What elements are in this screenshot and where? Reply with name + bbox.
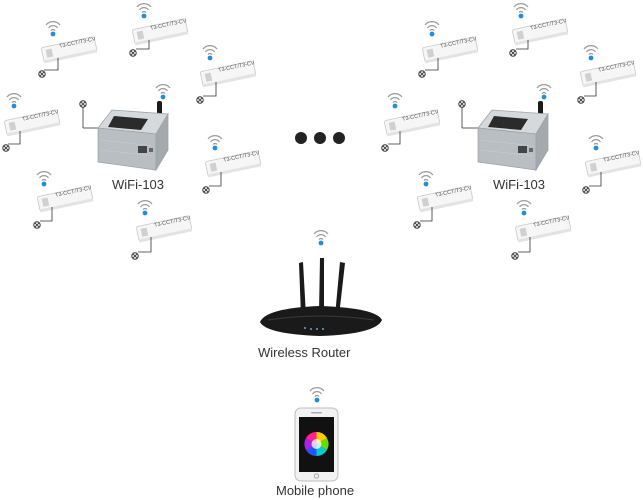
receiver-2: T3-CCT/T3-CV	[129, 3, 189, 57]
lamp-icon	[79, 100, 87, 108]
wifi-signal-icon	[516, 200, 532, 216]
right-cluster: T3-CCT/T3-CV T3-CCT/T3-CV T3-CCT/T3-CV T…	[381, 3, 642, 260]
wifi-signal-icon	[583, 45, 599, 62]
wifi-signal-icon	[513, 3, 529, 19]
router-label: Wireless Router	[258, 345, 351, 360]
lamp-icon	[381, 144, 389, 152]
wifi-signal-icon	[6, 93, 22, 110]
lamp-icon	[129, 49, 137, 57]
receiver-1: T3-CCT/T3-CV	[38, 21, 98, 78]
wifi-signal-icon	[536, 84, 552, 101]
color-wheel-icon	[304, 432, 329, 457]
wifi-signal-icon	[309, 387, 325, 403]
wifi-signal-icon	[137, 200, 153, 216]
wifi-signal-icon	[45, 21, 61, 38]
lamp-icon	[196, 96, 204, 104]
receiver-3: T3-CCT/T3-CV	[196, 45, 257, 104]
lamp-icon	[418, 70, 426, 78]
wifi-signal-icon	[202, 45, 218, 62]
controller-label-left: WiFi-103	[112, 177, 165, 192]
wifi-signal-icon	[136, 3, 152, 19]
wifi-signal-icon	[424, 21, 440, 38]
lamp-icon	[202, 186, 210, 194]
lamp-icon	[131, 252, 139, 260]
receiver-6: T3-CCT/T3-CV	[33, 171, 94, 229]
lamp-icon	[582, 186, 590, 194]
phone-label: Mobile phone	[276, 483, 355, 498]
receiver-14: T3-CCT/T3-CV	[511, 200, 572, 260]
wifi-signal-icon	[36, 171, 52, 187]
receiver-11: T3-CCT/T3-CV	[381, 93, 441, 152]
ellipsis-icon	[295, 132, 345, 144]
left-cluster: T3-CCT/T3-CV T3-CCT/T3-CV T3-CCT/T3-CV T…	[2, 3, 262, 260]
receiver-12: T3-CCT/T3-CV	[582, 135, 642, 194]
lamp-icon	[38, 70, 46, 78]
receiver-10: T3-CCT/T3-CV	[577, 45, 637, 104]
lamp-icon	[511, 252, 519, 260]
smartphone-icon	[294, 387, 339, 482]
controller-label-right: WiFi-103	[493, 177, 546, 192]
receiver-9: T3-CCT/T3-CV	[509, 3, 569, 57]
lamp-icon	[33, 221, 41, 229]
receiver-5: T3-CCT/T3-CV	[202, 135, 262, 194]
lamp-icon	[458, 100, 466, 108]
wifi-signal-icon	[588, 135, 604, 151]
wifi-signal-icon	[418, 171, 434, 187]
wifi-signal-icon	[207, 135, 223, 151]
lamp-icon	[577, 96, 585, 104]
wifi-signal-icon	[313, 230, 329, 246]
lamp-icon	[509, 49, 517, 57]
receiver-7: T3-CCT/T3-CV	[131, 200, 193, 260]
router-icon	[260, 230, 382, 336]
receiver-13: T3-CCT/T3-CV	[413, 171, 474, 229]
lamp-icon	[2, 144, 10, 152]
wifi-signal-icon	[155, 84, 171, 101]
receiver-8: T3-CCT/T3-CV	[418, 21, 479, 78]
lamp-icon	[413, 221, 421, 229]
wifi-controller-left	[79, 84, 171, 172]
wifi-controller-right	[458, 84, 552, 172]
wifi-signal-icon	[387, 93, 403, 110]
receiver-4: T3-CCT/T3-CV	[2, 93, 61, 152]
